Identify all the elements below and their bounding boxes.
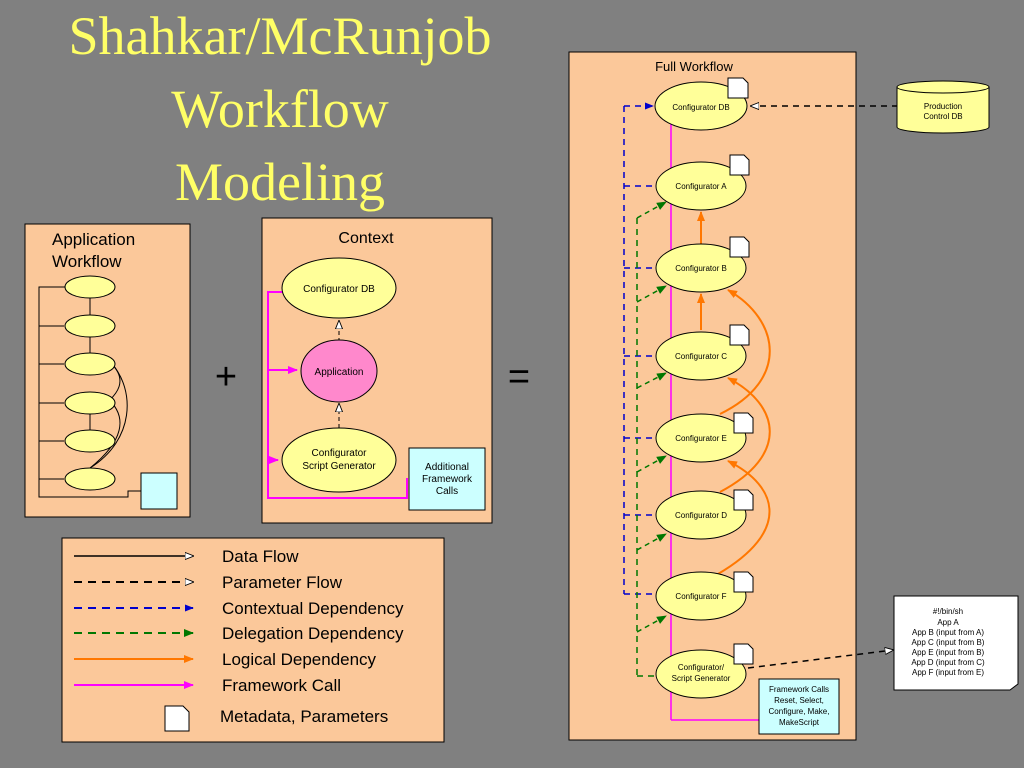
fw-node-script-generator bbox=[655, 649, 747, 699]
title-line: Shahkar/McRunjob bbox=[68, 6, 492, 66]
fw-node-label: Configurator DB bbox=[672, 103, 729, 112]
legend-label: Parameter Flow bbox=[222, 573, 343, 592]
fw-node-label: Configurator E bbox=[675, 434, 727, 443]
metadata-icon bbox=[733, 571, 754, 593]
full-workflow-title: Full Workflow bbox=[655, 59, 733, 74]
context-panel: Context Configurator DB Application Conf… bbox=[261, 217, 493, 524]
fw-node-configurator-b bbox=[655, 243, 747, 293]
legend-label: Metadata, Parameters bbox=[220, 707, 388, 726]
application-workflow-panel: Application Workflow bbox=[24, 223, 191, 518]
script-generator-label: Configurator bbox=[311, 448, 367, 459]
framework-box-label: Additional bbox=[425, 462, 469, 473]
fw-node-label: Configurator B bbox=[675, 264, 727, 273]
app-workflow-title: Workflow bbox=[52, 252, 122, 271]
metadata-icon bbox=[729, 236, 750, 258]
plus-operator: + bbox=[215, 356, 237, 398]
fw-node-label: Configurator C bbox=[675, 352, 727, 361]
workflow-step bbox=[64, 391, 116, 415]
fw-node-configurator-c bbox=[655, 331, 747, 381]
legend-label: Data Flow bbox=[222, 547, 299, 566]
workflow-step bbox=[64, 467, 116, 491]
script-line: App A bbox=[937, 618, 959, 627]
workflow-step bbox=[64, 352, 116, 376]
application-node bbox=[300, 339, 378, 403]
script-line: App D (input from C) bbox=[911, 658, 985, 667]
framework-calls-label: Reset, Select, bbox=[774, 696, 824, 705]
framework-calls-label: Configure, Make, bbox=[769, 707, 830, 716]
fw-node-configurator-f bbox=[655, 571, 747, 621]
legend-label: Delegation Dependency bbox=[222, 624, 404, 643]
configurator-db-label: Configurator DB bbox=[303, 284, 375, 295]
application-label: Application bbox=[315, 367, 364, 378]
production-control-db: Production Control DB bbox=[896, 80, 990, 134]
app-workflow-title: Application bbox=[52, 230, 135, 249]
script-generator-node bbox=[281, 427, 397, 493]
configurator-db-node bbox=[281, 257, 397, 319]
fw-node-label: Configurator D bbox=[675, 511, 727, 520]
framework-calls-box bbox=[758, 678, 840, 735]
script-line: App B (input from A) bbox=[912, 628, 984, 637]
fw-node-label: Configurator F bbox=[675, 592, 726, 601]
legend-label: Logical Dependency bbox=[222, 650, 377, 669]
fw-node-configurator-db bbox=[654, 81, 748, 131]
script-generator-label: Script Generator bbox=[302, 461, 376, 472]
title-line: Workflow bbox=[171, 79, 389, 139]
workflow-step bbox=[64, 275, 116, 299]
framework-calls-label: MakeScript bbox=[779, 718, 820, 727]
production-db-label: Control DB bbox=[923, 112, 962, 121]
title-line: Modeling bbox=[175, 152, 385, 212]
fw-node-configurator-d bbox=[655, 490, 747, 540]
production-db-label: Production bbox=[924, 102, 962, 111]
script-line: #!/bin/sh bbox=[933, 607, 963, 616]
metadata-icon bbox=[727, 77, 749, 99]
script-line: App C (input from B) bbox=[912, 638, 985, 647]
framework-box bbox=[140, 472, 178, 510]
fw-node-label: Configurator A bbox=[675, 182, 727, 191]
fw-node-label: Configurator/ bbox=[678, 663, 725, 672]
context-title: Context bbox=[338, 230, 394, 247]
script-line: App E (input from B) bbox=[912, 648, 985, 657]
framework-box-label: Framework bbox=[422, 474, 473, 485]
slide-title: Shahkar/McRunjob Workflow Modeling bbox=[20, 0, 540, 219]
legend-panel: Data Flow Parameter Flow Contextual Depe… bbox=[61, 537, 445, 743]
workflow-step bbox=[64, 314, 116, 338]
full-workflow-panel: Full Workflow Configurator DB bbox=[568, 51, 898, 741]
legend-label: Contextual Dependency bbox=[222, 599, 404, 618]
generated-script-document: #!/bin/sh App A App B (input from A) App… bbox=[893, 595, 1019, 691]
metadata-icon bbox=[733, 412, 754, 434]
equals-operator: = bbox=[508, 356, 530, 398]
fw-node-configurator-a bbox=[655, 161, 747, 211]
additional-framework-box bbox=[408, 447, 486, 511]
workflow-step bbox=[64, 429, 116, 453]
metadata-icon bbox=[729, 324, 750, 346]
framework-box-label: Calls bbox=[436, 486, 458, 497]
script-line: App F (input from E) bbox=[912, 668, 984, 677]
metadata-icon bbox=[729, 154, 750, 176]
framework-calls-label: Framework Calls bbox=[769, 685, 829, 694]
legend-label: Framework Call bbox=[222, 676, 341, 695]
fw-node-label: Script Generator bbox=[672, 674, 731, 683]
metadata-icon bbox=[733, 489, 754, 511]
metadata-icon bbox=[733, 643, 754, 665]
metadata-icon bbox=[164, 705, 190, 732]
fw-node-configurator-e bbox=[655, 413, 747, 463]
